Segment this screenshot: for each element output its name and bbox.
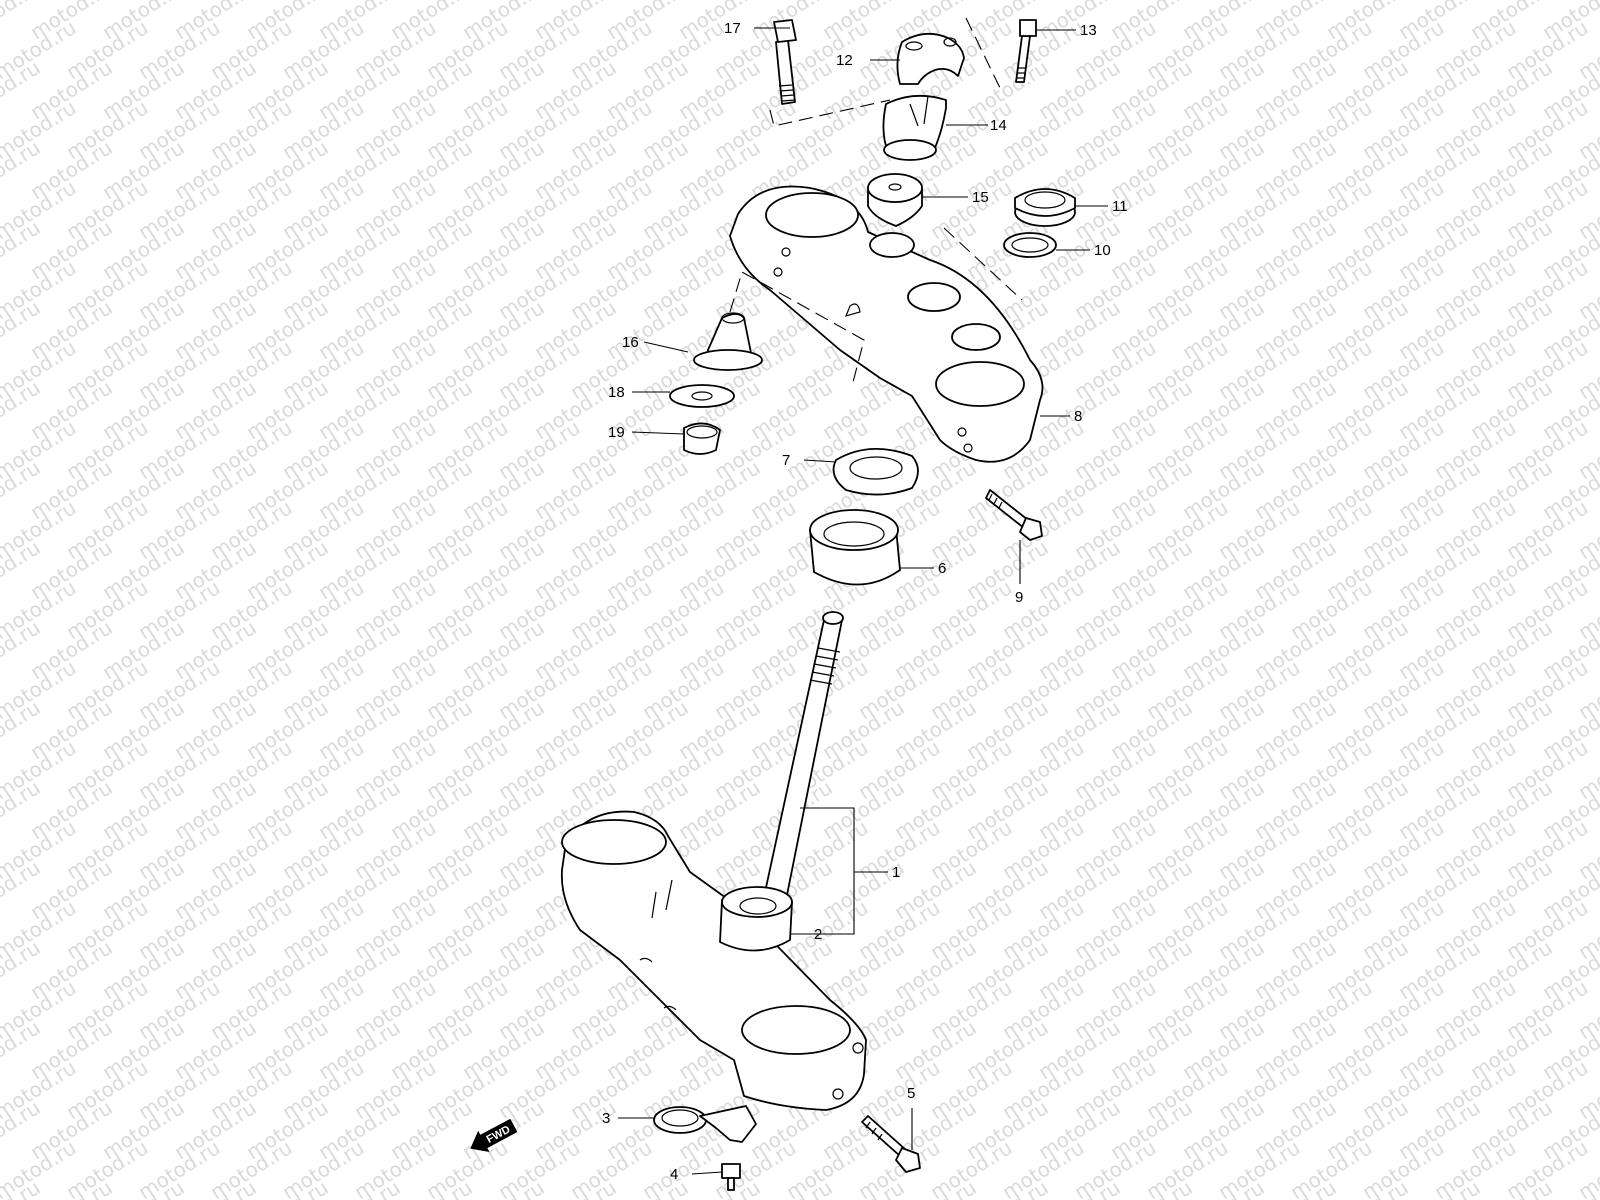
part-19-collar [683,422,721,455]
part-12-holder-cap [896,32,965,85]
callout-1: 1 [892,864,900,881]
callout-16: 16 [622,334,639,351]
part-6-bearing [809,509,901,586]
leader-lines [618,27,1108,1175]
callout-15: 15 [972,189,989,206]
callout-10: 10 [1094,242,1111,259]
callout-3: 3 [602,1110,610,1127]
assembly-lines [729,17,1023,387]
callout-11: 11 [1112,198,1128,215]
callout-4: 4 [670,1166,678,1183]
part-5-bolt [861,1115,921,1173]
callout-6: 6 [938,560,946,577]
fwd-arrow-icon [470,1118,518,1153]
part-16-cushion [693,312,763,371]
part-13-bolt [1015,19,1037,83]
part-10-washer [1003,232,1057,258]
callout-19: 19 [608,424,625,441]
part-11-stem-nut [1014,188,1076,227]
callout-2: 2 [814,926,822,943]
callout-18: 18 [608,384,625,401]
callout-5: 5 [907,1085,915,1102]
part-15-cushion [867,173,923,227]
part-3-clamp [653,1105,757,1143]
part-4-bolt [721,1163,741,1191]
callout-7: 7 [782,452,790,469]
part-18-washer [669,384,735,408]
callout-17: 17 [724,20,741,37]
part-8-upper-bracket [729,185,1044,463]
part-17-bolt [773,19,797,105]
part-7-lock-nut [832,448,919,496]
part-14-holder-lower [882,94,947,161]
callout-labels: 17 12 13 14 15 11 10 16 18 8 19 7 6 9 1 … [602,20,1128,1183]
part-1-steering-stem [560,611,867,1111]
callout-12: 12 [836,52,853,69]
callout-14: 14 [990,117,1007,134]
part-2-lower-bearing [719,886,793,952]
callout-13: 13 [1080,22,1097,39]
callout-9: 9 [1015,589,1023,606]
part-9-bolt [985,489,1043,541]
watermark-text: motod.ru [1574,0,1600,4]
callout-8: 8 [1074,408,1082,425]
